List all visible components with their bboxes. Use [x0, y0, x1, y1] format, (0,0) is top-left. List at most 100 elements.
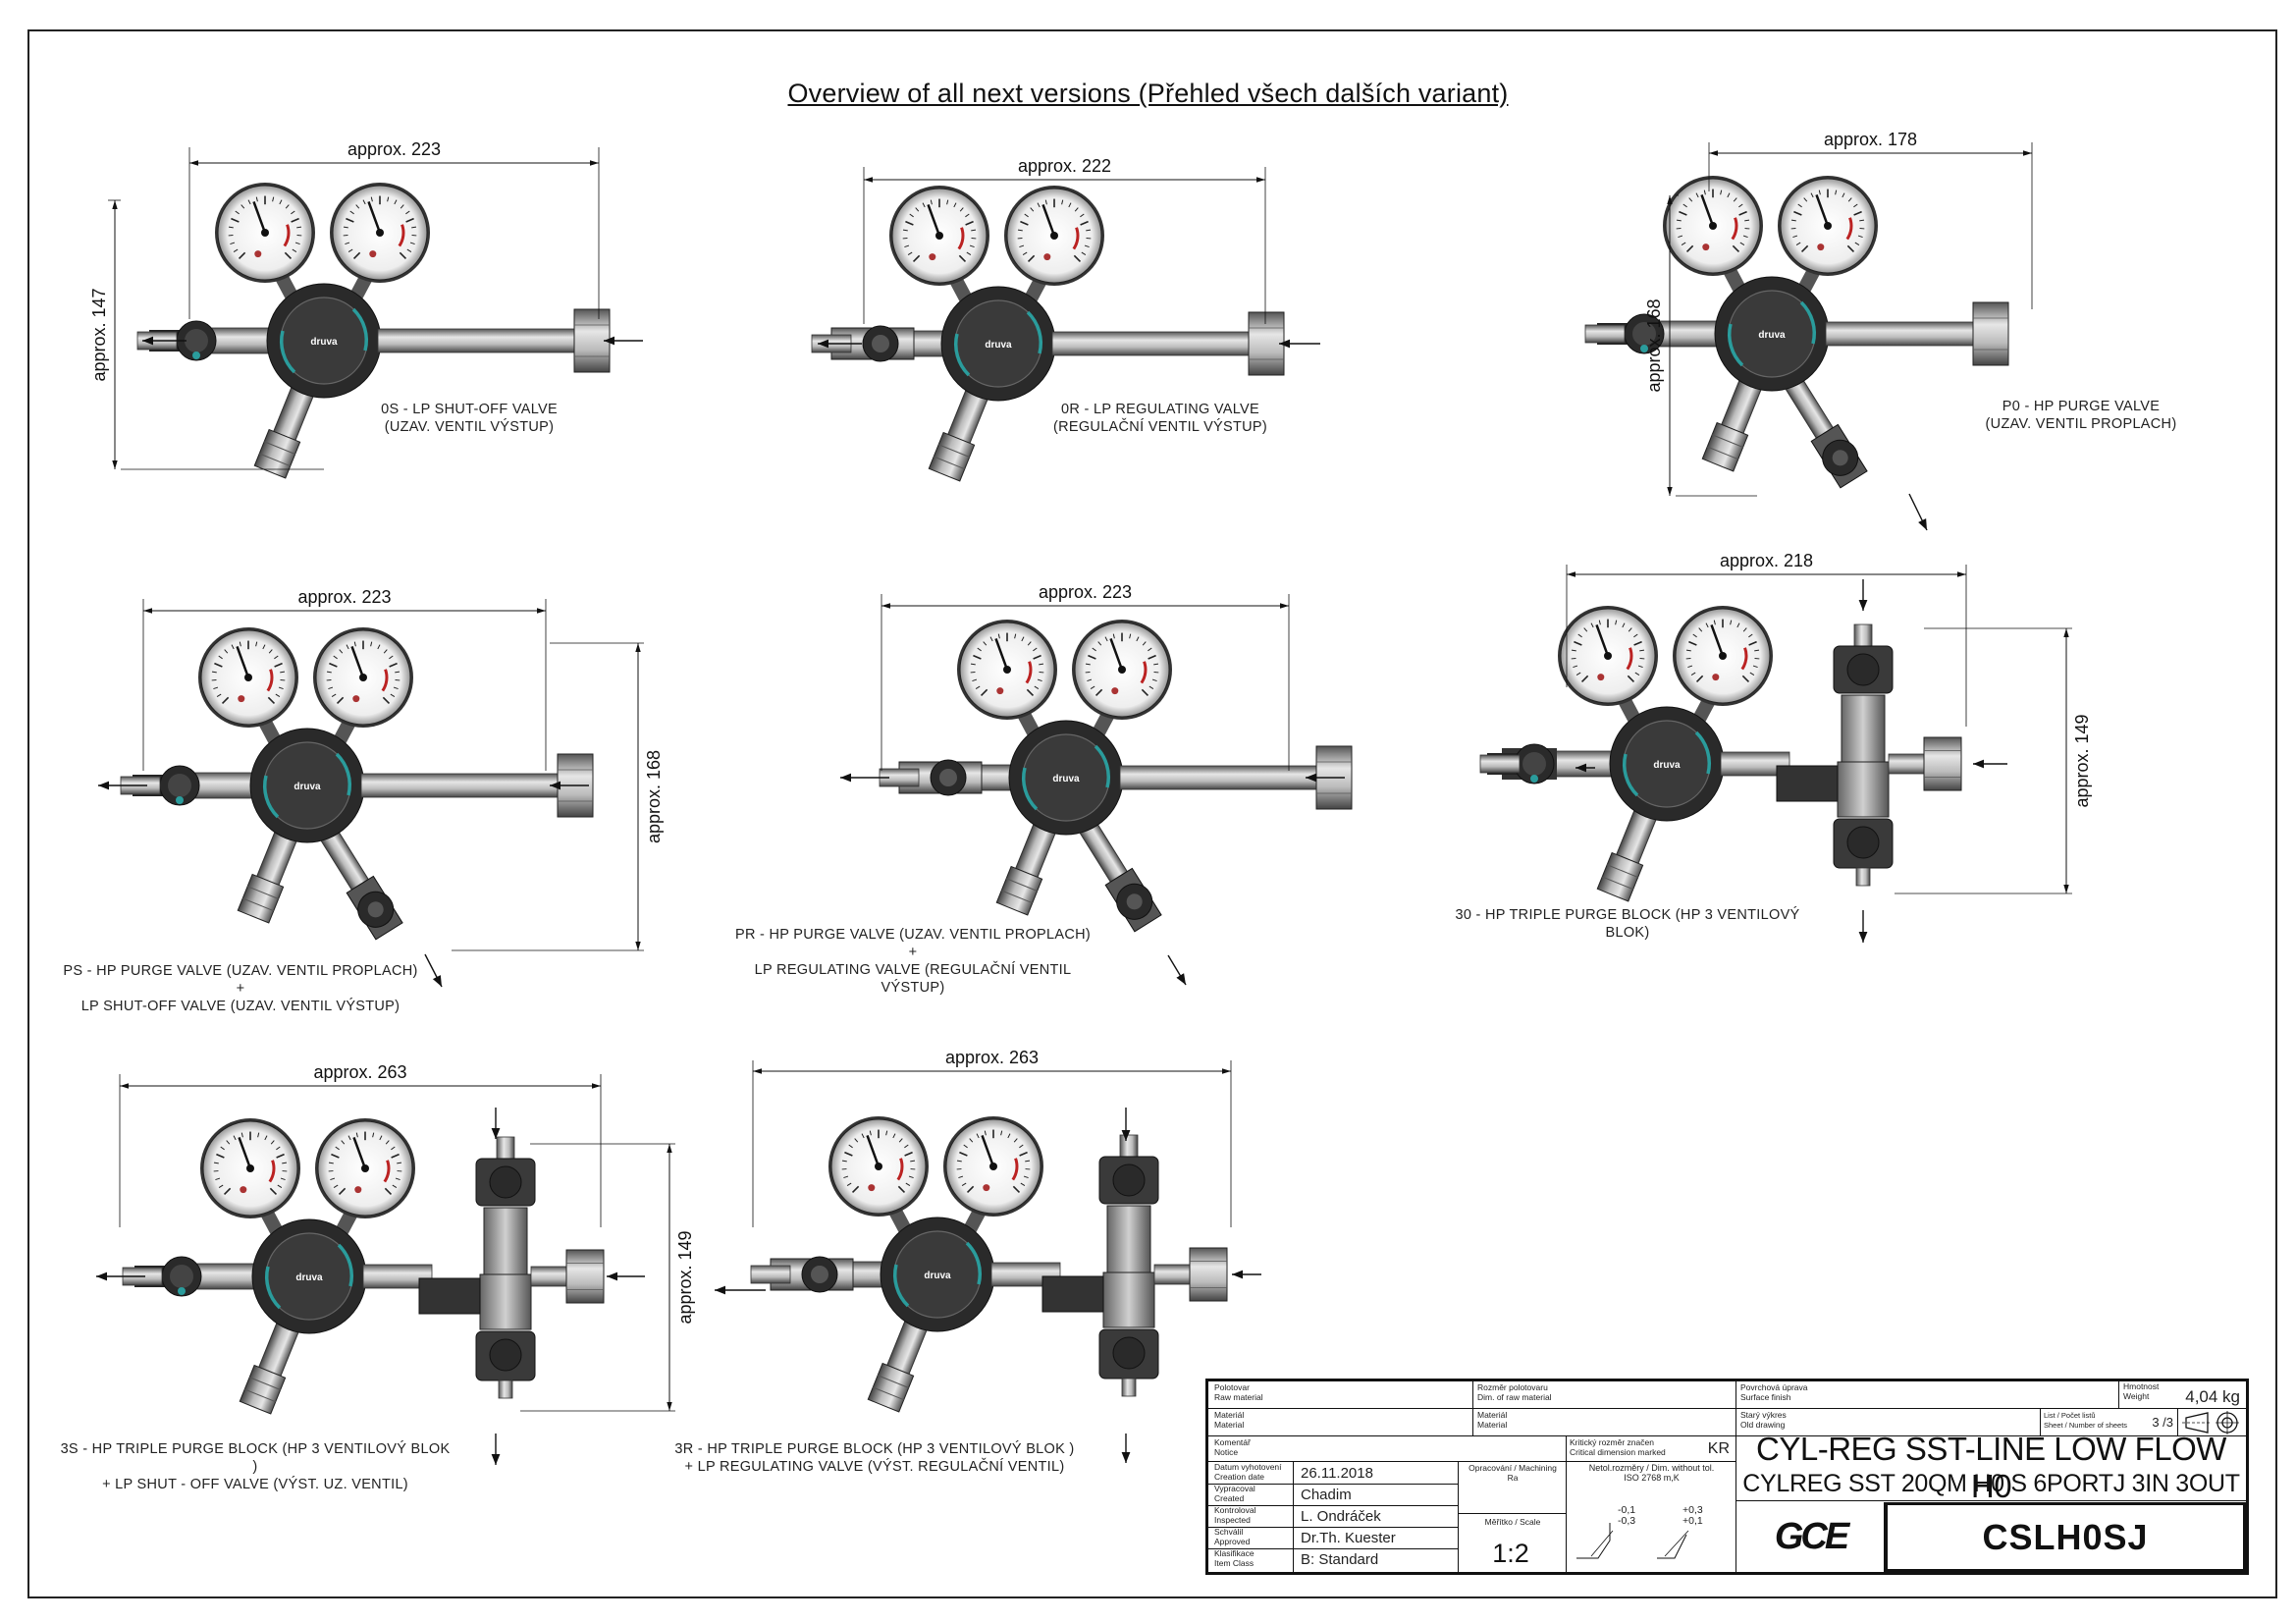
surface-finish-label: Povrchová úprava Surface finish — [1736, 1381, 2119, 1409]
tolerance-cell: Netol.rozměry / Dim. without tol. ISO 27… — [1567, 1462, 1736, 1572]
regulator-badge: druva — [924, 1271, 951, 1281]
critical-dim-value: KR — [1707, 1440, 1730, 1457]
purge-valve — [1784, 377, 1868, 489]
block-side-valve — [1776, 765, 1839, 802]
view-label: 0S - LP SHUT-OFF VALVE (UZAV. VENTIL VÝS… — [381, 402, 558, 435]
drawing-frame — [27, 29, 2277, 1598]
pipe — [1584, 324, 1626, 344]
pressure-gauge — [957, 620, 1057, 720]
regulator-badge: druva — [1653, 760, 1681, 771]
flow-arrow — [1167, 954, 1187, 986]
weight-value: 4,04 kg — [2185, 1387, 2240, 1406]
regulator-badge: druva — [1052, 774, 1080, 784]
dimension-text: approx. 223 — [1039, 582, 1132, 602]
pressure-gauge — [1663, 176, 1763, 276]
inlet-connector — [867, 1320, 928, 1413]
pressure-gauge — [215, 183, 315, 283]
scale-value: 1:2 — [1492, 1539, 1529, 1568]
view-label: PR - HP PURGE VALVE (UZAV. VENTIL PROPLA… — [734, 927, 1092, 996]
inspected-label: Kontroloval Inspected — [1214, 1505, 1256, 1525]
regulator-badge: druva — [295, 1272, 323, 1283]
view-label: P0 - HP PURGE VALVE (UZAV. VENTIL PROPLA… — [1985, 399, 2177, 432]
purge-valve — [319, 829, 403, 941]
pipe — [362, 1264, 433, 1289]
inlet-connector — [1701, 379, 1762, 472]
flow-arrow — [424, 953, 443, 988]
dimension-text: approx. 168 — [644, 750, 664, 843]
tolerance-plus: +0,3 +0,1 — [1682, 1504, 1703, 1527]
dimension-text: approx. 178 — [1824, 130, 1917, 149]
weight-cell: Hmotnost Weight 4,04 kg — [2119, 1381, 2246, 1409]
pressure-gauge — [943, 1116, 1043, 1217]
tolerance-sketch-icon — [1576, 1523, 1689, 1559]
dimension-text: approx. 223 — [347, 139, 441, 159]
connection-nut — [1923, 736, 1962, 791]
pipe — [498, 1380, 513, 1399]
regulator-badge: druva — [310, 337, 338, 348]
pipe — [1119, 765, 1317, 790]
created-by: Chadim — [1301, 1487, 1352, 1503]
pipe — [1855, 867, 1871, 887]
purge-valve — [1078, 821, 1162, 933]
dimension-text: approx. 263 — [313, 1062, 406, 1082]
drawing-number-cell: CSLH0SJ — [1885, 1502, 2246, 1572]
manifold-block — [483, 1207, 528, 1275]
dimension-text: approx. 168 — [1644, 298, 1664, 392]
general-tolerance-label: Netol.rozměry / Dim. without tol. ISO 27… — [1588, 1463, 1715, 1483]
connection-nut — [565, 1249, 605, 1304]
raw-dimension-label: Rozměr polotovaru Dim. of raw material — [1473, 1381, 1736, 1409]
dimension-text: approx. 218 — [1720, 551, 1813, 570]
manifold-block — [1106, 1205, 1151, 1273]
connection-nut — [1248, 311, 1285, 376]
pressure-gauge — [1072, 620, 1172, 720]
inlet-connector — [253, 386, 314, 479]
approved-by: Dr.Th. Kuester — [1301, 1530, 1396, 1546]
material-label-left: Materiál Material — [1208, 1409, 1473, 1436]
raw-material-label: Polotovar Raw material — [1208, 1381, 1473, 1409]
projection-symbol — [2178, 1409, 2246, 1436]
machining-label: Opracování / Machining Ra — [1468, 1463, 1557, 1483]
part-name: CYL-REG SST-LINE LOW FLOW H0 — [1756, 1431, 2226, 1504]
view-label: PS - HP PURGE VALVE (UZAV. VENTIL PROPLA… — [63, 963, 418, 1014]
pressure-gauge — [315, 1118, 415, 1218]
title-block: Polotovar Raw material Rozměr polotovaru… — [1205, 1379, 2249, 1575]
dimension-text: approx. 149 — [2072, 714, 2092, 807]
pipe — [1548, 750, 1619, 778]
view-PR: druva approx. 223 — [840, 582, 1353, 986]
part-description: CYLREG SST 20QM H0 S 6PORTJ 3IN 3OUT — [1736, 1470, 2246, 1501]
inlet-connector — [239, 1322, 299, 1415]
inlet-connector — [1596, 809, 1657, 902]
pipe — [1051, 331, 1250, 356]
pressure-gauge — [313, 627, 413, 728]
inlet-connector — [237, 831, 297, 924]
pressure-gauge — [200, 1118, 300, 1218]
view-label: 0R - LP REGULATING VALVE (REGULAČNÍ VENT… — [1052, 402, 1268, 435]
inlet-connector — [995, 823, 1056, 916]
scale-label: Měřítko / Scale — [1484, 1517, 1541, 1527]
inlet-connector — [928, 389, 988, 482]
view-label: 30 - HP TRIPLE PURGE BLOCK (HP 3 VENTILO… — [1455, 907, 1800, 941]
inspected-by: L. Ondráček — [1301, 1508, 1381, 1525]
manifold-block — [1841, 694, 1886, 763]
view-30: druva approx. 218 approx. 149 — [1479, 551, 2092, 943]
pipe — [1153, 1264, 1195, 1285]
old-drawing-label: Starý výkres Old drawing — [1736, 1409, 2041, 1436]
notice-label: Komentář Notice — [1208, 1436, 1567, 1462]
block-side-valve — [1041, 1275, 1104, 1313]
pipe — [1825, 321, 1974, 347]
sheet-label: List / Počet listů Sheet / Number of she… — [2044, 1411, 2128, 1430]
weight-label: Hmotnost Weight — [2123, 1381, 2160, 1401]
pressure-gauge — [889, 186, 989, 286]
drawing-number: CSLH0SJ — [1982, 1517, 2149, 1557]
regulator-badge: druva — [294, 782, 321, 792]
created-label: Vypracoval Created — [1214, 1484, 1255, 1503]
pipe — [1479, 754, 1521, 774]
flow-arrow — [1908, 493, 1928, 531]
gce-logo: GCE — [1774, 1516, 1849, 1557]
